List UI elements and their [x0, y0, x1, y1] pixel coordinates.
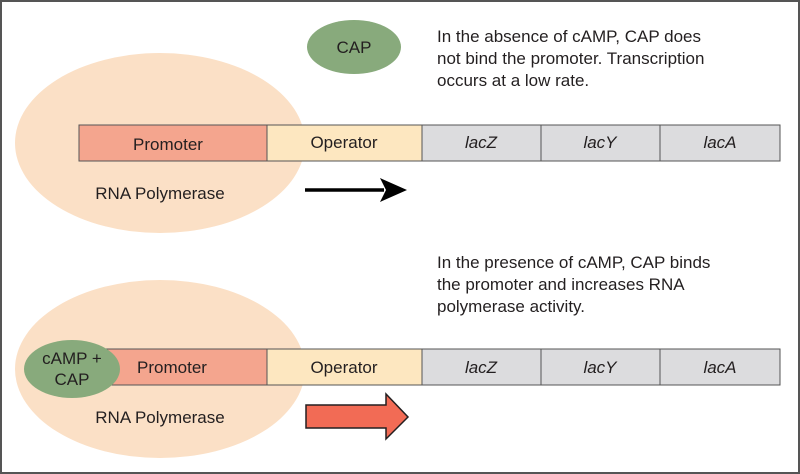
operator-label: Operator — [310, 358, 377, 377]
caption-line-2: the promoter and increases RNA — [437, 275, 685, 294]
laca-label: lacA — [703, 133, 736, 152]
lacz-label: lacZ — [465, 358, 498, 377]
polymerase-label: RNA Polymerase — [95, 184, 224, 203]
block-arrow-icon — [305, 392, 410, 441]
lacz-gene — [421, 348, 542, 386]
camp-cap-complex — [24, 340, 120, 398]
dna-strand: Promoter Operator lacZ lacY lacA — [78, 124, 781, 162]
lacz-gene — [421, 124, 542, 162]
lacy-label: lacY — [583, 133, 618, 152]
laca-gene — [659, 348, 781, 386]
promoter-label: Promoter — [133, 135, 203, 154]
thin-arrow-icon — [305, 178, 407, 202]
caption-line-3: occurs at a low rate. — [437, 71, 589, 90]
top-panel: CAP In the absence of cAMP, CAP does not… — [15, 20, 781, 233]
polymerase-label: RNA Polymerase — [95, 408, 224, 427]
camp-cap-label-line-1: cAMP + — [42, 349, 102, 368]
promoter-label: Promoter — [137, 358, 207, 377]
caption-line-1: In the absence of cAMP, CAP does — [437, 27, 701, 46]
operator-label: Operator — [310, 133, 377, 152]
operator-region — [266, 348, 423, 386]
camp-cap-label-line-2: CAP — [55, 370, 90, 389]
laca-gene — [659, 124, 781, 162]
caption-line-2: not bind the promoter. Transcription — [437, 49, 704, 68]
caption-line-1: In the presence of cAMP, CAP binds — [437, 253, 710, 272]
dna-strand: Promoter Operator lacZ lacY lacA — [78, 348, 781, 386]
cap-protein — [307, 20, 401, 74]
laca-label: lacA — [703, 358, 736, 377]
bottom-panel: In the presence of cAMP, CAP binds the p… — [15, 253, 781, 458]
arrow-head — [380, 178, 407, 202]
promoter-region — [78, 124, 268, 162]
operator-region — [266, 124, 423, 162]
caption-line-3: polymerase activity. — [437, 297, 585, 316]
cap-label: CAP — [337, 38, 372, 57]
lacy-gene — [540, 348, 661, 386]
lacz-label: lacZ — [465, 133, 498, 152]
lacy-label: lacY — [583, 358, 618, 377]
lacy-gene — [540, 124, 661, 162]
